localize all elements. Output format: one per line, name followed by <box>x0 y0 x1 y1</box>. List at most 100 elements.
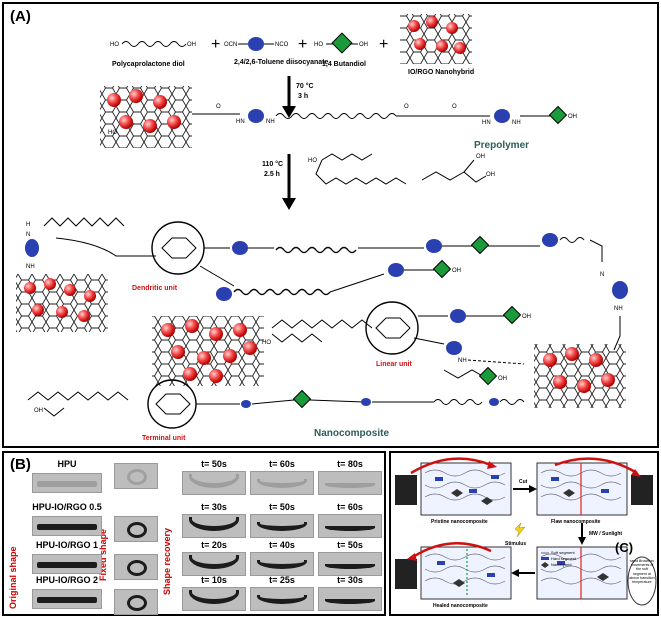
svg-text:N: N <box>600 272 604 278</box>
svg-text:HN: HN <box>236 119 245 125</box>
svg-text:H: H <box>26 222 30 228</box>
original-strip-photo <box>32 554 102 574</box>
svg-text:+: + <box>298 36 307 53</box>
svg-text:Hard segment: Hard segment <box>551 556 577 561</box>
svg-text:HO: HO <box>108 130 117 136</box>
svg-text:NH: NH <box>266 119 275 125</box>
shape-recovery-label: Shape recovery <box>162 527 172 595</box>
svg-text:+: + <box>379 36 388 53</box>
label-butandiol: 1,4 Butandiol <box>322 61 366 68</box>
prepolymer-label: Prepolymer <box>474 140 529 151</box>
recovery-photo <box>182 552 246 576</box>
castor-oil-derivative: HO OH OH <box>308 153 495 185</box>
label-nanohybrid: IO/RGO Nanohybrid <box>408 69 474 76</box>
svg-text:NH: NH <box>26 264 35 270</box>
svg-text:O: O <box>216 104 221 110</box>
recovery-time-label: t= 10s <box>201 575 227 585</box>
svg-text:HN: HN <box>482 120 491 126</box>
recovery-time-label: t= 20s <box>201 540 227 550</box>
fixed-shape-photo <box>114 554 158 580</box>
recovery-photo <box>182 471 246 495</box>
fixed-shape-photo <box>114 589 158 615</box>
prepolymer-structure: HO O HN NH O O HN NH OH Prepolymer <box>100 86 577 151</box>
nanocomposite-label: Nanocomposite <box>314 428 389 439</box>
pristine-label: Pristine nanocomposite <box>431 519 488 525</box>
sample-label: HPU-IO/RGO 0.5 <box>32 502 102 512</box>
healed-label: Healed nanocomposite <box>433 603 488 609</box>
recovery-photo <box>318 552 382 576</box>
recovery-photo <box>250 587 314 611</box>
svg-text:2.5 h: 2.5 h <box>264 171 280 178</box>
recovery-time-label: t= 50s <box>201 459 227 469</box>
panel-a-synthesis-scheme: (A) HO OH Polycaprolactone diol + OCN N <box>2 2 659 448</box>
linear-unit-label: Linear unit <box>376 361 412 368</box>
label-tdi: 2,4/2,6-Toluene diisocyanate <box>234 59 329 66</box>
synthesis-diagram: HO OH Polycaprolactone diol + OCN NCO 2,… <box>16 14 628 442</box>
recovery-time-label: t= 50s <box>269 502 295 512</box>
svg-text:OH: OH <box>359 42 368 48</box>
original-strip-photo <box>32 516 102 536</box>
reactant-pcl-diol: HO OH Polycaprolactone diol <box>110 41 196 68</box>
svg-text:OH: OH <box>452 268 461 274</box>
recovery-photo <box>250 514 314 538</box>
svg-text:70 °C: 70 °C <box>296 82 314 90</box>
reactant-butandiol: HO OH 1,4 Butandiol <box>314 32 368 68</box>
sample-label: HPU <box>57 459 77 469</box>
terminal-unit-label: Terminal unit <box>142 435 186 442</box>
panel-b-label: (B) <box>10 456 31 473</box>
svg-text:HO: HO <box>314 42 323 48</box>
svg-text:HO: HO <box>110 42 119 48</box>
svg-text:Soft segment: Soft segment <box>551 550 575 555</box>
svg-text:Cut: Cut <box>519 479 528 485</box>
label-pcl-diol: Polycaprolactone diol <box>112 61 185 68</box>
recovery-time-label: t= 30s <box>201 502 227 512</box>
panel-c-label: (C) <box>615 540 633 555</box>
svg-text:O: O <box>452 104 457 110</box>
svg-text:OH: OH <box>568 114 577 120</box>
svg-text:+: + <box>211 36 220 53</box>
recovery-photo <box>318 514 382 538</box>
panel-c-self-healing: Pristine nanocomposite Flaw nanocomposit… <box>389 451 659 616</box>
nanocomposite-structure: H N NH Dendritic unit <box>16 217 628 442</box>
svg-text:HO: HO <box>308 158 317 164</box>
recovery-time-label: t= 30s <box>337 575 363 585</box>
flaw-box: Flaw nanocomposite <box>536 462 628 525</box>
recovery-time-label: t= 50s <box>337 540 363 550</box>
recovery-photo <box>250 552 314 576</box>
svg-text:N: N <box>26 232 30 238</box>
svg-text:O: O <box>404 104 409 110</box>
svg-text:110 °C: 110 °C <box>262 160 283 168</box>
flaw-label: Flaw nanocomposite <box>551 519 601 525</box>
svg-text:NH: NH <box>458 358 467 364</box>
recovery-time-label: t= 25s <box>269 575 295 585</box>
recovery-photo <box>318 587 382 611</box>
svg-text:OH: OH <box>522 314 531 320</box>
svg-text:Nanohybrid: Nanohybrid <box>551 562 571 567</box>
svg-text:OCN: OCN <box>224 42 237 48</box>
recovery-time-label: t= 80s <box>337 459 363 469</box>
original-strip-photo <box>32 589 102 609</box>
reactant-tdi: OCN NCO 2,4/2,6-Toluene diisocyanate <box>224 37 329 66</box>
fixed-shape-photo <box>114 516 158 542</box>
flaw-box-2 <box>536 546 628 600</box>
recovery-time-label: t= 60s <box>269 459 295 469</box>
recovery-photo <box>182 514 246 538</box>
svg-text:NH: NH <box>614 306 623 312</box>
sample-label: HPU-IO/RGO 1 <box>35 540 98 550</box>
recovery-time-label: t= 60s <box>337 502 363 512</box>
svg-text:NH: NH <box>512 120 521 126</box>
recovery-time-label: t= 40s <box>269 540 295 550</box>
svg-text:NCO: NCO <box>275 42 289 48</box>
healed-box: Healed nanocomposite <box>420 546 512 609</box>
svg-text:OH: OH <box>498 376 507 382</box>
note-label: rapid Brownian movements of the soft seg… <box>629 559 655 585</box>
original-shape-label: Original shape <box>8 546 18 609</box>
recovery-photo <box>318 471 382 495</box>
sample-label: HPU-IO/RGO 2 <box>35 575 98 585</box>
svg-text:MW / Sunlight: MW / Sunlight <box>589 531 622 537</box>
svg-text:Stimulus: Stimulus <box>505 541 526 547</box>
svg-text:3 h: 3 h <box>298 93 308 100</box>
recovery-photo <box>250 471 314 495</box>
panel-b-shape-memory: (B) Original shape Fixed shape Shape rec… <box>2 451 386 616</box>
recovery-photo <box>182 587 246 611</box>
